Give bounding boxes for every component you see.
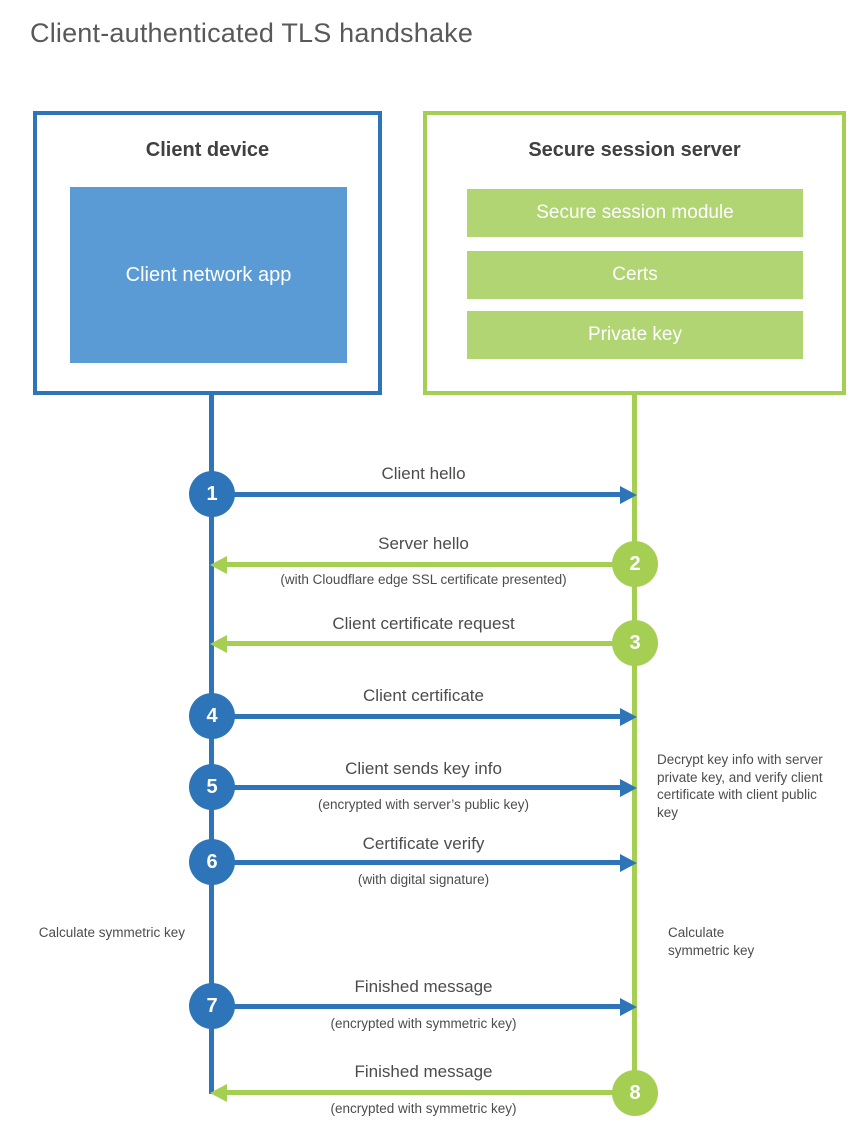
step-1-label: Client hello [381,464,466,483]
step-2-arrow-left-icon [210,555,635,574]
step-3-arrow-left-icon [210,634,635,653]
client-lifeline [209,395,214,1094]
step-4-arrow-right-icon [212,707,637,726]
step-1-arrow-right-icon [212,485,637,504]
step-4-label: Client certificate [363,686,484,705]
client-network-app-box: Client network app [70,187,347,363]
step-5-badge: 5 [189,764,235,810]
client-device-title: Client device [145,139,270,161]
step-8-label: Finished message [354,1062,493,1081]
client-device-box: Client device Client network app [33,111,382,395]
step-2-sublabel: (with Cloudflare edge SSL certificate pr… [280,572,567,587]
step-2-badge: 2 [612,541,658,587]
decrypt-key-note: Decrypt key info with server private key… [657,752,823,820]
step-7-sublabel: (encrypted with symmetric key) [330,1016,517,1031]
server-module-secure-session: Secure session module [467,189,803,237]
step-6-sublabel: (with digital signature) [357,872,490,887]
secure-session-server-title: Secure session server [528,139,741,161]
step-6-badge: 6 [189,839,235,885]
step-3-label: Client certificate request [332,614,515,633]
server-module-private-key: Private key [467,311,803,359]
step-1-badge: 1 [189,471,235,517]
step-5-sublabel: (encrypted with server’s public key) [317,797,530,812]
calculate-symmetric-key-client: Calculate symmetric key [38,925,185,940]
step-7-arrow-right-icon [212,997,637,1016]
step-3-badge: 3 [612,620,658,666]
step-2-label: Server hello [378,534,469,553]
step-4-badge: 4 [189,693,235,739]
secure-session-server-box: Secure session server Secure session mod… [423,111,846,395]
step-7-badge: 7 [189,983,235,1029]
step-5-label: Client sends key info [345,759,502,778]
step-6-arrow-right-icon [212,853,637,872]
page-title: Client-authenticated TLS handshake [30,18,474,48]
step-8-arrow-left-icon [210,1083,635,1102]
step-8-sublabel: (encrypted with symmetric key) [330,1101,517,1116]
client-network-app-label: Client network app [125,263,292,286]
calculate-symmetric-key-server: Calculate symmetric key [668,925,755,958]
step-7-label: Finished message [354,977,493,996]
step-5-arrow-right-icon [212,778,637,797]
server-module-certs: Certs [467,251,803,299]
step-8-badge: 8 [612,1070,658,1116]
step-6-label: Certificate verify [362,834,485,853]
server-lifeline [632,395,637,1097]
